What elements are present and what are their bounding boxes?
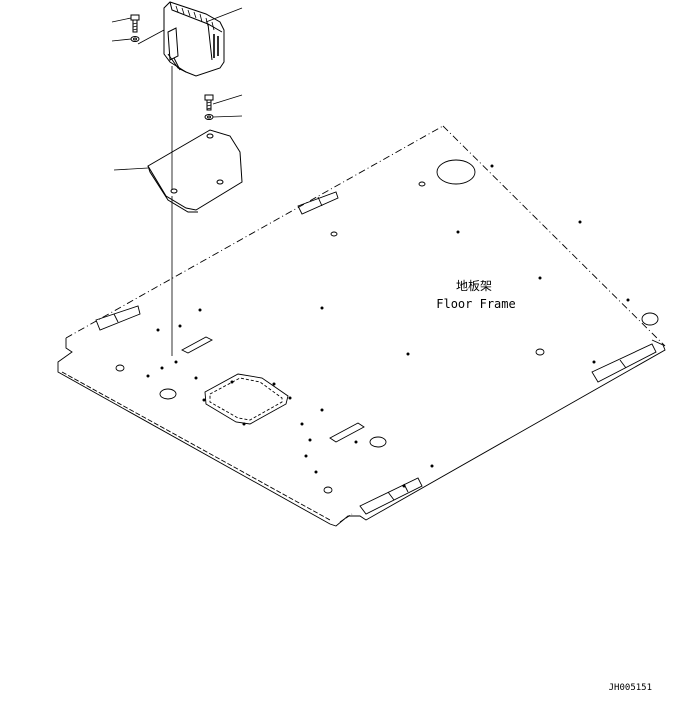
bolt-middle-threads [206, 101, 212, 110]
floor-frame-outline [57, 338, 666, 527]
hole-large-back [436, 159, 476, 185]
bracket-left [95, 305, 141, 331]
bracket-front [359, 477, 423, 515]
slot-center [329, 422, 365, 443]
mounting-plate-outline [147, 129, 243, 211]
hole-large-front [369, 436, 387, 448]
floor-frame-small-holes [146, 164, 630, 488]
bolt-upper [130, 14, 140, 33]
assembly-lines [137, 29, 173, 356]
drawing-code: JH005151 [609, 683, 652, 693]
floor-frame-access-opening-inner [209, 377, 283, 421]
washer-upper [130, 36, 140, 42]
washer-middle-hole [207, 115, 211, 119]
leader-bolt-middle [212, 94, 243, 105]
hole-mid-back [418, 181, 426, 187]
mounting-plate-edge [147, 165, 198, 213]
washer-middle-ring [204, 114, 214, 120]
unit-housing-shading [213, 34, 219, 58]
bracket-right [591, 343, 657, 383]
floor-frame-label-cn: 地板架 [456, 279, 492, 293]
leader-washer-upper [111, 38, 132, 42]
leader-bolt-upper [111, 17, 132, 23]
unit-housing-outline [163, 1, 225, 77]
unit-housing-foot [167, 53, 187, 73]
bolt-middle-head [204, 94, 214, 101]
floor-frame-label-en: Floor Frame [436, 297, 515, 311]
floor-frame [57, 125, 666, 527]
mounting-plate-hole-top [206, 133, 214, 139]
bolt-upper-head [130, 14, 140, 21]
hole-mid-right [535, 348, 545, 356]
mounting-plate [147, 129, 243, 213]
mounting-plate-hole-left [170, 188, 178, 194]
assembly-line-upper-bolt [137, 29, 165, 45]
bolt-middle [204, 94, 214, 111]
floor-frame-right-edge [442, 125, 666, 347]
mounting-plate-hole-right [216, 179, 224, 185]
leader-mounting-plate [113, 167, 149, 171]
unit-housing-bracket [167, 27, 179, 61]
hole-mid-left [115, 364, 125, 372]
washer-upper-ring [130, 36, 140, 42]
washer-upper-hole [133, 37, 137, 41]
leader-unit-housing [205, 7, 243, 23]
leader-washer-middle [212, 115, 243, 118]
slot-left [181, 336, 213, 354]
floor-frame-access-opening [204, 373, 289, 425]
unit-housing [163, 1, 225, 77]
bracket-back-mid [297, 191, 339, 215]
unit-housing-fins [175, 5, 215, 31]
leader-lines [111, 7, 243, 171]
floor-frame-back-edge [65, 125, 444, 339]
hole-mid-back2 [330, 231, 338, 237]
unit-housing-top-face [169, 1, 223, 61]
washer-middle [204, 114, 214, 120]
bolt-upper-threads [132, 22, 138, 31]
hole-large-left [159, 388, 177, 400]
hole-mid-front [323, 486, 333, 494]
hole-large-right [641, 312, 659, 326]
floor-frame-front-lip [61, 371, 353, 523]
